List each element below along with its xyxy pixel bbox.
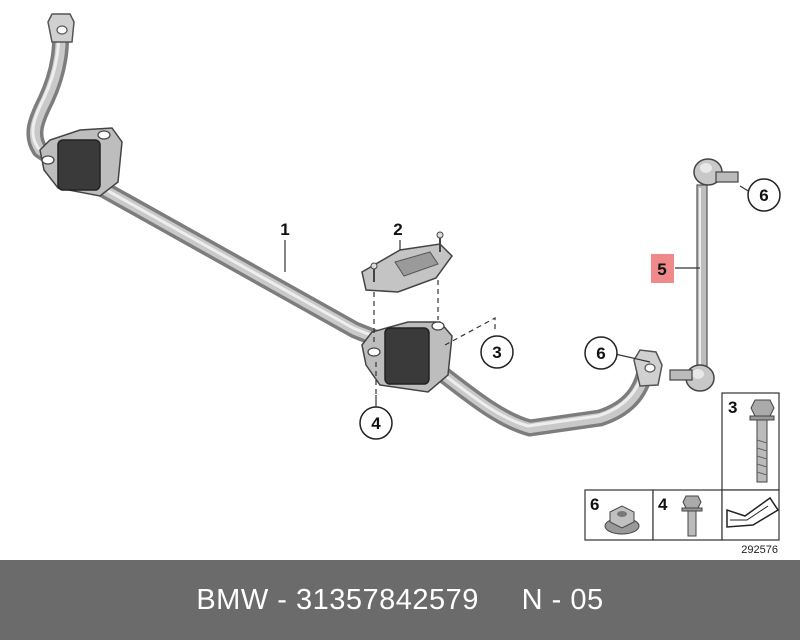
grid-label-3: 3 — [728, 398, 737, 417]
callout-1: 1 — [280, 220, 289, 239]
callout-4: 4 — [359, 406, 393, 440]
parts-grid: 3 6 4 292576 — [584, 392, 780, 556]
callout-6-top: 6 — [747, 178, 781, 212]
grid-label-4: 4 — [658, 495, 668, 514]
reference-number: 292576 — [741, 544, 778, 556]
long-bolt-icon — [749, 399, 775, 483]
svg-text:5: 5 — [657, 260, 666, 279]
callout-6-left: 6 — [584, 336, 618, 370]
svg-text:6: 6 — [759, 186, 768, 205]
svg-text:6: 6 — [596, 344, 605, 363]
callouts: 1 2 3 4 5 6 6 — [280, 178, 781, 440]
assembly-lines — [373, 280, 496, 395]
link-rod — [669, 158, 739, 392]
bracket-plate — [361, 231, 453, 293]
center-bushing-bracket — [361, 321, 453, 393]
callout-3: 3 — [480, 335, 514, 369]
callout-2: 2 — [393, 220, 402, 239]
stabilizer-bar — [26, 13, 663, 437]
footer-text: BMW - 31357842579 N - 05 — [196, 583, 604, 616]
direction-arrow-icon — [726, 496, 780, 528]
svg-text:3: 3 — [492, 343, 501, 362]
callout-5-highlighted: 5 — [651, 254, 674, 283]
grid-label-6: 6 — [590, 495, 599, 514]
left-bushing-bracket — [39, 127, 123, 197]
svg-text:4: 4 — [371, 414, 381, 433]
footer-bar: BMW - 31357842579 N - 05 — [0, 560, 800, 640]
nut-icon — [604, 505, 640, 535]
short-bolt-icon — [681, 495, 703, 537]
stabilizer-bar-diagram: 1 2 3 4 5 6 6 3 — [26, 13, 781, 556]
